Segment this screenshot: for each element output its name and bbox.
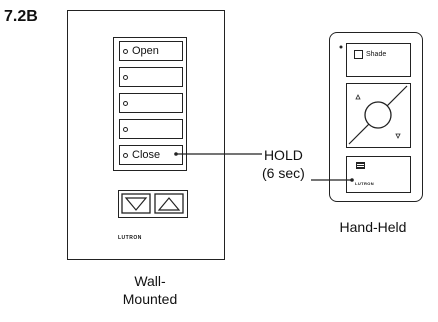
lower-arrow-icon (395, 133, 401, 139)
button-label: Close (132, 148, 161, 161)
handheld-raise-lower[interactable] (346, 83, 411, 148)
wall-button-4[interactable] (119, 119, 183, 139)
hatched-square-icon (356, 162, 365, 169)
raise-lower-rocker (118, 190, 188, 218)
wall-caption: Wall- Mounted (100, 272, 200, 308)
shade-square-icon (354, 50, 363, 59)
wall-button-2[interactable] (119, 67, 183, 87)
handheld-logo: LUTRON (355, 181, 375, 186)
wall-button-open[interactable]: Open (119, 41, 183, 61)
wall-caption-line2: Mounted (122, 291, 178, 307)
lower-button[interactable] (121, 193, 151, 214)
lower-arrow-icon (124, 197, 148, 211)
raise-button[interactable] (154, 193, 184, 214)
wall-button-close[interactable]: Close (119, 145, 183, 165)
led-indicator (123, 48, 128, 54)
wall-caption-line1: Wall- (134, 273, 166, 289)
callout-dot-handheld (350, 178, 354, 182)
wall-logo: LUTRON (118, 235, 142, 241)
callout-dot-wall (174, 152, 178, 156)
hold-callout-line1: HOLD (263, 147, 303, 163)
handheld-led-icon (339, 45, 343, 49)
wall-plate (67, 10, 225, 260)
favorite-circle-icon (364, 101, 392, 129)
shade-button[interactable] (346, 43, 411, 77)
handheld-remote (329, 32, 423, 202)
button-label: Open (132, 44, 159, 57)
raise-arrow-icon (355, 94, 361, 100)
led-indicator (123, 100, 128, 106)
hold-callout: HOLD (6 sec) (262, 146, 305, 182)
handheld-bottom-button[interactable] (346, 156, 411, 193)
wall-button-3[interactable] (119, 93, 183, 113)
shade-label: Shade (366, 51, 387, 58)
led-indicator (123, 126, 128, 132)
wall-keypad: Open Close (113, 37, 187, 171)
handheld-caption: Hand-Held (339, 219, 407, 235)
raise-arrow-icon (157, 197, 181, 211)
hold-callout-line2: (6 sec) (262, 165, 305, 181)
figure-number: 7.2B (4, 8, 38, 25)
led-indicator (123, 74, 128, 80)
led-indicator (123, 152, 128, 158)
